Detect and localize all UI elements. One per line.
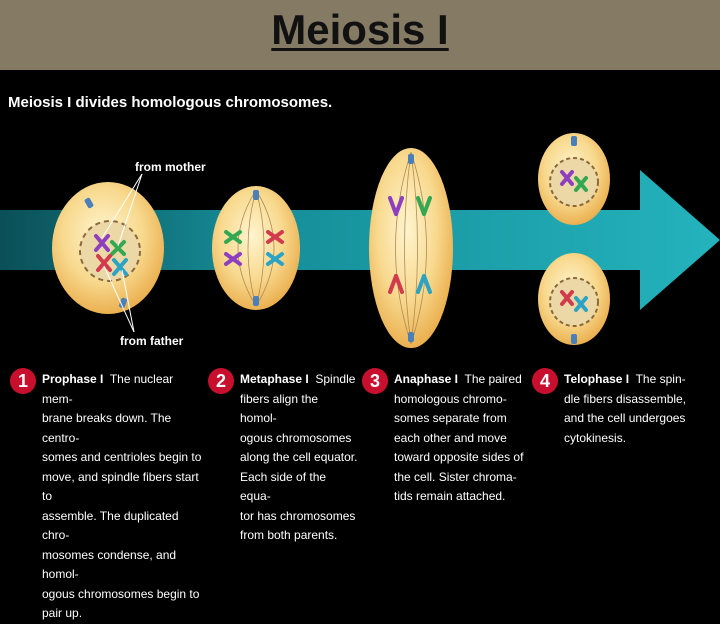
step-2-name: Metaphase I	[240, 372, 309, 386]
prophase-cell	[52, 182, 164, 314]
label-from-father: from father	[120, 334, 184, 348]
step-4-name: Telophase I	[564, 372, 630, 386]
step-2-number: 2	[208, 368, 234, 394]
step-2-description: Metaphase I Spindle fibers align the hom…	[240, 372, 358, 542]
meiosis-illustration	[0, 133, 720, 348]
step-3-number: 3	[362, 368, 388, 394]
step-1-description: Prophase I The nuclear mem- brane breaks…	[42, 372, 202, 620]
diagram-panel: Meiosis I divides homologous chromosomes…	[0, 78, 720, 620]
step-3-description: Anaphase I The paired homologous chromo-…	[394, 372, 524, 503]
slide-title: Meiosis I	[271, 6, 449, 53]
telophase-cell-bottom	[538, 253, 610, 345]
anaphase-cell	[369, 148, 453, 348]
label-from-mother: from mother	[135, 160, 206, 174]
metaphase-cell	[212, 186, 300, 310]
step-4-description: Telophase I The spin- dle fibers disasse…	[564, 372, 687, 445]
title-band	[0, 0, 720, 70]
step-4-number: 4	[532, 368, 558, 394]
telophase-cell-top	[538, 133, 610, 225]
step-1-name: Prophase I	[42, 372, 104, 386]
step-3-name: Anaphase I	[394, 372, 459, 386]
process-arrow	[0, 170, 720, 310]
panel-heading: Meiosis I divides homologous chromosomes…	[8, 94, 333, 111]
step-1-number: 1	[10, 368, 36, 394]
